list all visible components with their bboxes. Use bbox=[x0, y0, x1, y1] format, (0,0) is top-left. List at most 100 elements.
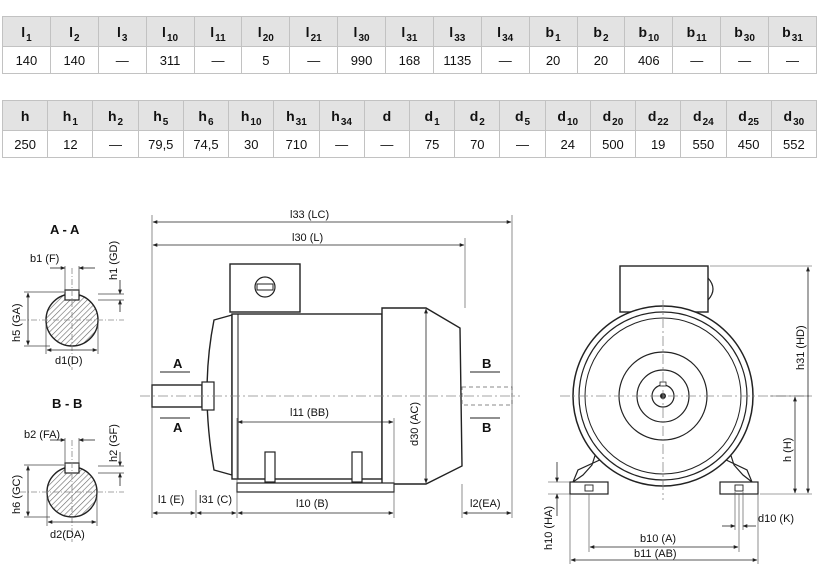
value-cell: 20 bbox=[528, 46, 578, 74]
motor-front-view: h31 (HD) h (H) h10 (HA) b10 (A) b11 (AB)… bbox=[543, 265, 812, 564]
value-cell: 990 bbox=[337, 46, 386, 74]
value-cell: 24 bbox=[544, 130, 591, 158]
col-header-h2: h2 bbox=[92, 100, 139, 131]
col-header-symbol: h bbox=[198, 107, 207, 124]
col-header-h5: h5 bbox=[137, 100, 184, 131]
l1-label: l1 (E) bbox=[158, 494, 184, 506]
col-header-h34: h34 bbox=[318, 100, 365, 131]
col-header-symbol: b bbox=[593, 23, 602, 40]
value-cell: 30 bbox=[228, 130, 275, 158]
col-header-b10: b10 bbox=[624, 16, 674, 47]
section-marker-b-bottom: B bbox=[482, 420, 491, 435]
section-a-a: A - A b1 (F) h1 (GD) h5 (GA) d1(D) bbox=[11, 222, 124, 370]
col-header-l30: l30 bbox=[337, 16, 386, 47]
value-cell: 1135 bbox=[432, 46, 482, 74]
h6-label: h6 (GC) bbox=[11, 475, 23, 514]
col-header-subscript: 31 bbox=[406, 32, 418, 44]
l2-label: l2(EA) bbox=[470, 498, 501, 510]
col-header-b31: b31 bbox=[768, 16, 817, 47]
col-header-subscript: 34 bbox=[340, 116, 352, 128]
section-b-b: B - B b2 (FA) h2 (GF) h6 (GC) d2(DA) bbox=[11, 396, 124, 542]
value-cell: 75 bbox=[408, 130, 456, 158]
col-header-b30: b30 bbox=[720, 16, 769, 47]
col-header-subscript: 33 bbox=[454, 32, 466, 44]
col-header-symbol: l bbox=[305, 23, 310, 40]
col-header-d5: d5 bbox=[499, 100, 546, 131]
col-header-l1: l1 bbox=[2, 16, 51, 47]
col-header-subscript: 25 bbox=[747, 116, 759, 128]
h5-label: h5 (GA) bbox=[11, 303, 23, 342]
col-header-subscript: 2 bbox=[117, 116, 124, 128]
col-header-subscript: 21 bbox=[310, 32, 322, 44]
value-cell: — bbox=[672, 46, 722, 74]
col-header-l2: l2 bbox=[49, 16, 99, 47]
col-header-l3: l3 bbox=[97, 16, 147, 47]
col-header-symbol: d bbox=[783, 107, 793, 124]
value-cell: 250 bbox=[1, 130, 49, 158]
col-header-b11: b11 bbox=[672, 16, 722, 47]
col-header-subscript: 10 bbox=[566, 116, 579, 128]
value-cell: 70 bbox=[454, 130, 501, 158]
col-header-d10: d10 bbox=[544, 100, 591, 131]
col-header-symbol: d bbox=[469, 107, 479, 124]
value-cell: 450 bbox=[725, 130, 772, 158]
foot-rear bbox=[351, 451, 363, 483]
base-plate bbox=[236, 482, 395, 493]
l31-label: l31 (C) bbox=[199, 494, 232, 506]
col-header-subscript: 20 bbox=[612, 116, 624, 128]
col-header-h: h bbox=[1, 100, 49, 131]
value-cell: — bbox=[720, 46, 769, 74]
h-label: h (H) bbox=[782, 438, 794, 462]
col-header-d2: d2 bbox=[454, 100, 501, 131]
l10-label: l10 (B) bbox=[296, 498, 328, 510]
col-header-subscript: 5 bbox=[524, 116, 531, 128]
col-header-subscript: 1 bbox=[434, 116, 440, 128]
b10-label: b10 (A) bbox=[640, 533, 676, 545]
col-header-subscript: 6 bbox=[207, 116, 214, 128]
value-cell: 500 bbox=[589, 130, 637, 158]
col-header-subscript: 10 bbox=[166, 32, 179, 44]
col-header-symbol: h bbox=[62, 107, 72, 124]
b11-label: b11 (AB) bbox=[634, 548, 677, 560]
value-cell: 5 bbox=[241, 46, 291, 74]
col-header-symbol: h bbox=[107, 107, 117, 124]
col-header-symbol: l bbox=[21, 23, 26, 40]
b1-label: b1 (F) bbox=[30, 253, 59, 265]
col-header-symbol: d bbox=[602, 107, 612, 124]
col-header-subscript: 2 bbox=[602, 32, 609, 44]
col-header-subscript: 20 bbox=[262, 32, 274, 44]
value-cell: 79,5 bbox=[137, 130, 184, 158]
h31-label: h31 (HD) bbox=[795, 325, 807, 370]
col-header-symbol: d bbox=[693, 107, 702, 124]
col-header-l33: l33 bbox=[432, 16, 482, 47]
col-header-symbol: l bbox=[497, 23, 502, 40]
col-header-symbol: h bbox=[153, 107, 162, 124]
col-header-h10: h10 bbox=[228, 100, 275, 131]
col-header-symbol: b bbox=[638, 23, 648, 40]
col-header-symbol: h bbox=[240, 107, 250, 124]
value-cell: 12 bbox=[47, 130, 94, 158]
col-header-symbol: h bbox=[286, 107, 295, 124]
value-cell: 710 bbox=[273, 130, 320, 158]
col-header-symbol: d bbox=[738, 107, 747, 124]
col-header-d24: d24 bbox=[680, 100, 727, 131]
value-cell: — bbox=[499, 130, 546, 158]
col-header-subscript: 1 bbox=[72, 116, 78, 128]
col-header-symbol: b bbox=[734, 23, 743, 40]
col-header-subscript: 30 bbox=[358, 32, 370, 44]
col-header-subscript: 31 bbox=[295, 116, 307, 128]
col-header-h31: h31 bbox=[273, 100, 320, 131]
l11-label: l11 (BB) bbox=[290, 407, 329, 419]
value-cell: 74,5 bbox=[182, 130, 230, 158]
col-header-subscript: 24 bbox=[702, 116, 714, 128]
col-header-subscript: 10 bbox=[648, 32, 660, 44]
value-cell: 140 bbox=[2, 46, 51, 74]
section-marker-a-bottom: A bbox=[173, 420, 183, 435]
col-header-symbol: l bbox=[210, 23, 215, 40]
value-cell: 550 bbox=[680, 130, 727, 158]
value-cell: 20 bbox=[576, 46, 626, 74]
